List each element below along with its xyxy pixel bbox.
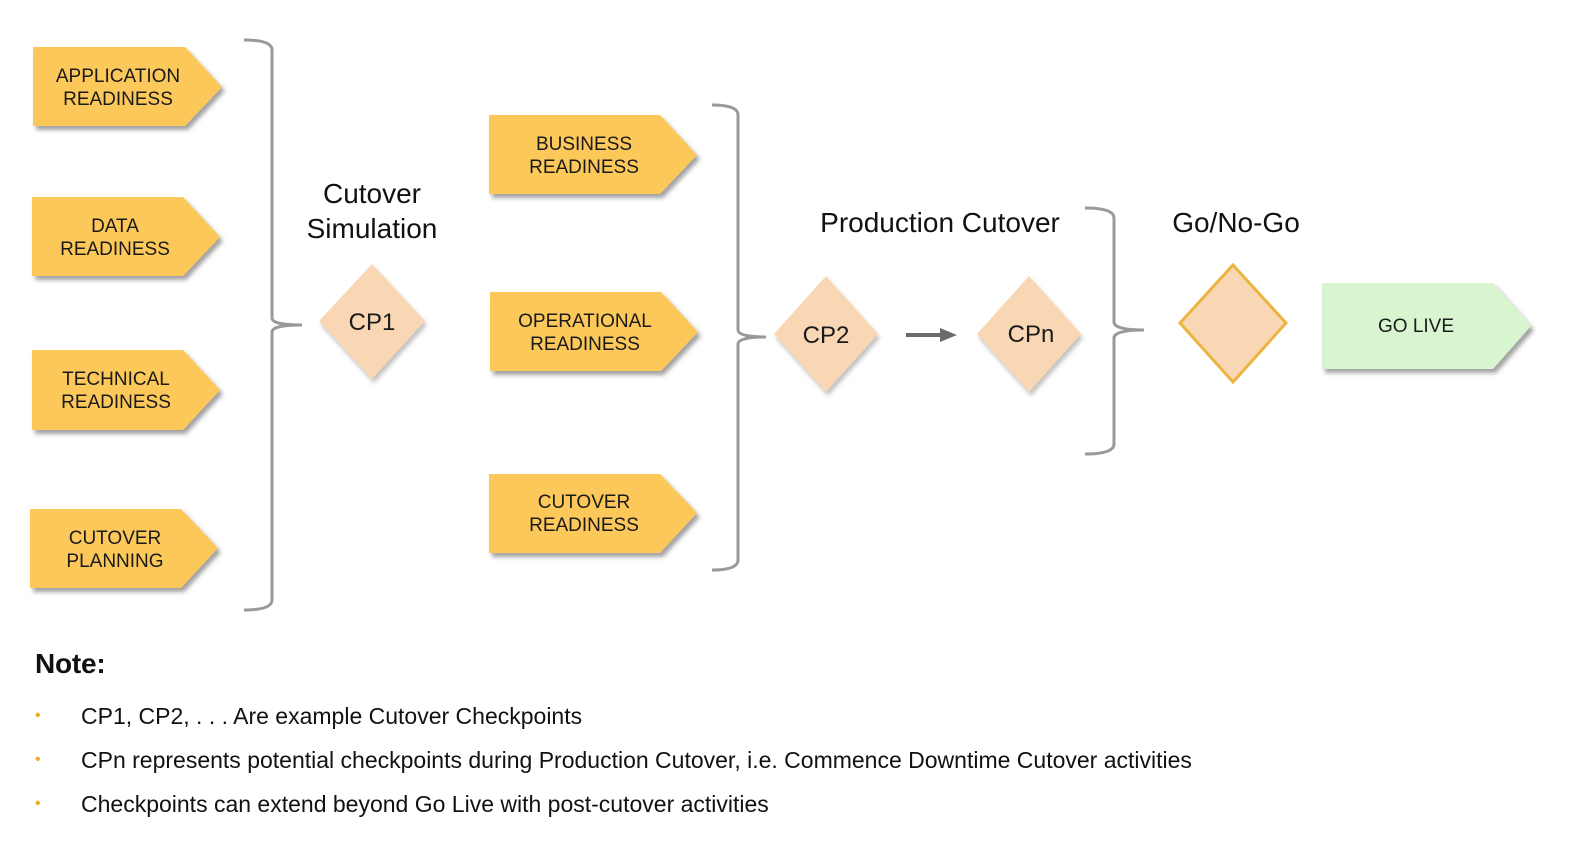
bracket-stage1 (243, 38, 303, 612)
phase-title-cutover-simulation: Cutover (323, 178, 421, 209)
chevron-business-readiness: BUSINESS READINESS (489, 115, 697, 194)
note-text: Checkpoints can extend beyond Go Live wi… (81, 791, 769, 817)
checkpoint-go-no-go (1177, 262, 1289, 385)
note-item: • Checkpoints can extend beyond Go Live … (35, 782, 1192, 826)
chevron-label: READINESS (60, 239, 170, 260)
chevron-label: READINESS (530, 334, 640, 355)
bullet-icon: • (35, 751, 41, 768)
chevron-label: CUTOVER (69, 528, 162, 549)
arrow-right-icon (906, 328, 957, 342)
chevron-label: READINESS (529, 157, 639, 178)
chevron-operational-readiness: OPERATIONAL READINESS (490, 292, 698, 371)
chevron-go-live: GO LIVE (1322, 283, 1531, 369)
chevron-label: READINESS (63, 89, 173, 110)
note-item: • CP1, CP2, . . . Are example Cutover Ch… (35, 694, 1192, 738)
chevron-label: READINESS (529, 515, 639, 536)
chevron-label: TECHNICAL (62, 369, 170, 390)
checkpoint-label: CP1 (349, 309, 396, 336)
bracket-stage2 (711, 103, 767, 572)
note-text: CPn represents potential checkpoints dur… (81, 747, 1192, 773)
note-item: • CPn represents potential checkpoints d… (35, 738, 1192, 782)
note-text: CP1, CP2, . . . Are example Cutover Chec… (81, 703, 583, 729)
chevron-label: READINESS (61, 392, 171, 413)
chevron-label: GO LIVE (1378, 316, 1454, 337)
chevron-label: OPERATIONAL (518, 311, 652, 332)
bullet-icon: • (35, 795, 41, 812)
notes-title: Note: (35, 648, 106, 679)
chevron-data-readiness: DATA READINESS (32, 197, 220, 276)
chevron-technical-readiness: TECHNICAL READINESS (32, 350, 220, 430)
chevron-cutover-readiness: CUTOVER READINESS (489, 474, 697, 553)
notes-section: Note: • CP1, CP2, . . . Are example Cuto… (35, 648, 1192, 826)
chevron-application-readiness: APPLICATION READINESS (33, 47, 222, 126)
chevron-label: BUSINESS (536, 134, 632, 155)
phase-title-go-no-go: Go/No-Go (1172, 207, 1300, 238)
chevron-label: CUTOVER (538, 492, 631, 513)
checkpoint-cp2: CP2 (774, 276, 878, 392)
cutover-diagram: APPLICATION READINESS DATA READINESS TEC… (30, 38, 1531, 612)
bullet-icon: • (35, 707, 41, 724)
checkpoint-cp1: CP1 (319, 264, 425, 379)
chevron-label: DATA (91, 216, 139, 237)
phase-title-production-cutover: Production Cutover (820, 207, 1060, 238)
checkpoint-label: CPn (1008, 321, 1055, 348)
chevron-cutover-planning: CUTOVER PLANNING (30, 509, 218, 588)
checkpoint-cpn: CPn (977, 276, 1081, 392)
bracket-stage3 (1084, 206, 1145, 456)
chevron-label: APPLICATION (56, 66, 180, 87)
phase-title-cutover-simulation-2: Simulation (307, 213, 438, 244)
checkpoint-label: CP2 (803, 322, 850, 349)
chevron-label: PLANNING (66, 551, 163, 572)
